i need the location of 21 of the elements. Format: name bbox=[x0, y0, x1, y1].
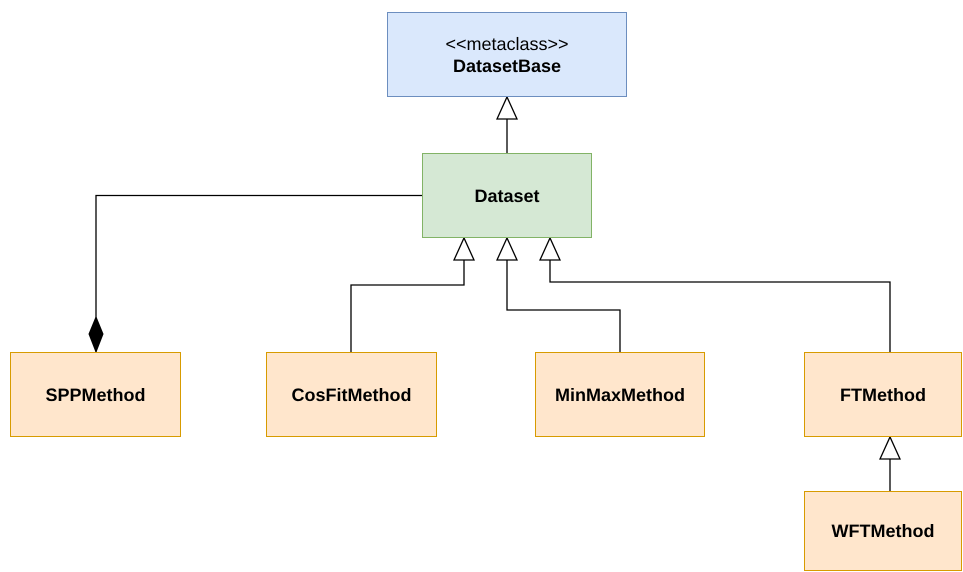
class-name: DatasetBase bbox=[452, 54, 562, 76]
class-name: FTMethod bbox=[840, 384, 926, 406]
composition-connector bbox=[88, 194, 422, 352]
class-name: WFTMethod bbox=[832, 520, 934, 542]
class-name: MinMaxMethod bbox=[555, 384, 685, 406]
class-box bbox=[387, 12, 627, 97]
stereotype-label: <<metaclass>> bbox=[445, 32, 569, 54]
class-box bbox=[422, 153, 592, 238]
class-box bbox=[804, 491, 962, 571]
class-name: SPPMethod bbox=[45, 384, 146, 406]
inheritance-arrow bbox=[350, 237, 475, 352]
class-name: CosFitMethod bbox=[292, 384, 412, 406]
inheritance-arrow bbox=[496, 96, 518, 153]
inheritance-arrow bbox=[879, 436, 901, 491]
inheritance-arrow bbox=[496, 237, 621, 352]
class-box bbox=[10, 352, 181, 437]
class-box bbox=[535, 352, 705, 437]
inheritance-arrow bbox=[539, 237, 891, 352]
class-box bbox=[266, 352, 437, 437]
class-name: Dataset bbox=[474, 184, 540, 206]
class-box bbox=[804, 352, 962, 437]
